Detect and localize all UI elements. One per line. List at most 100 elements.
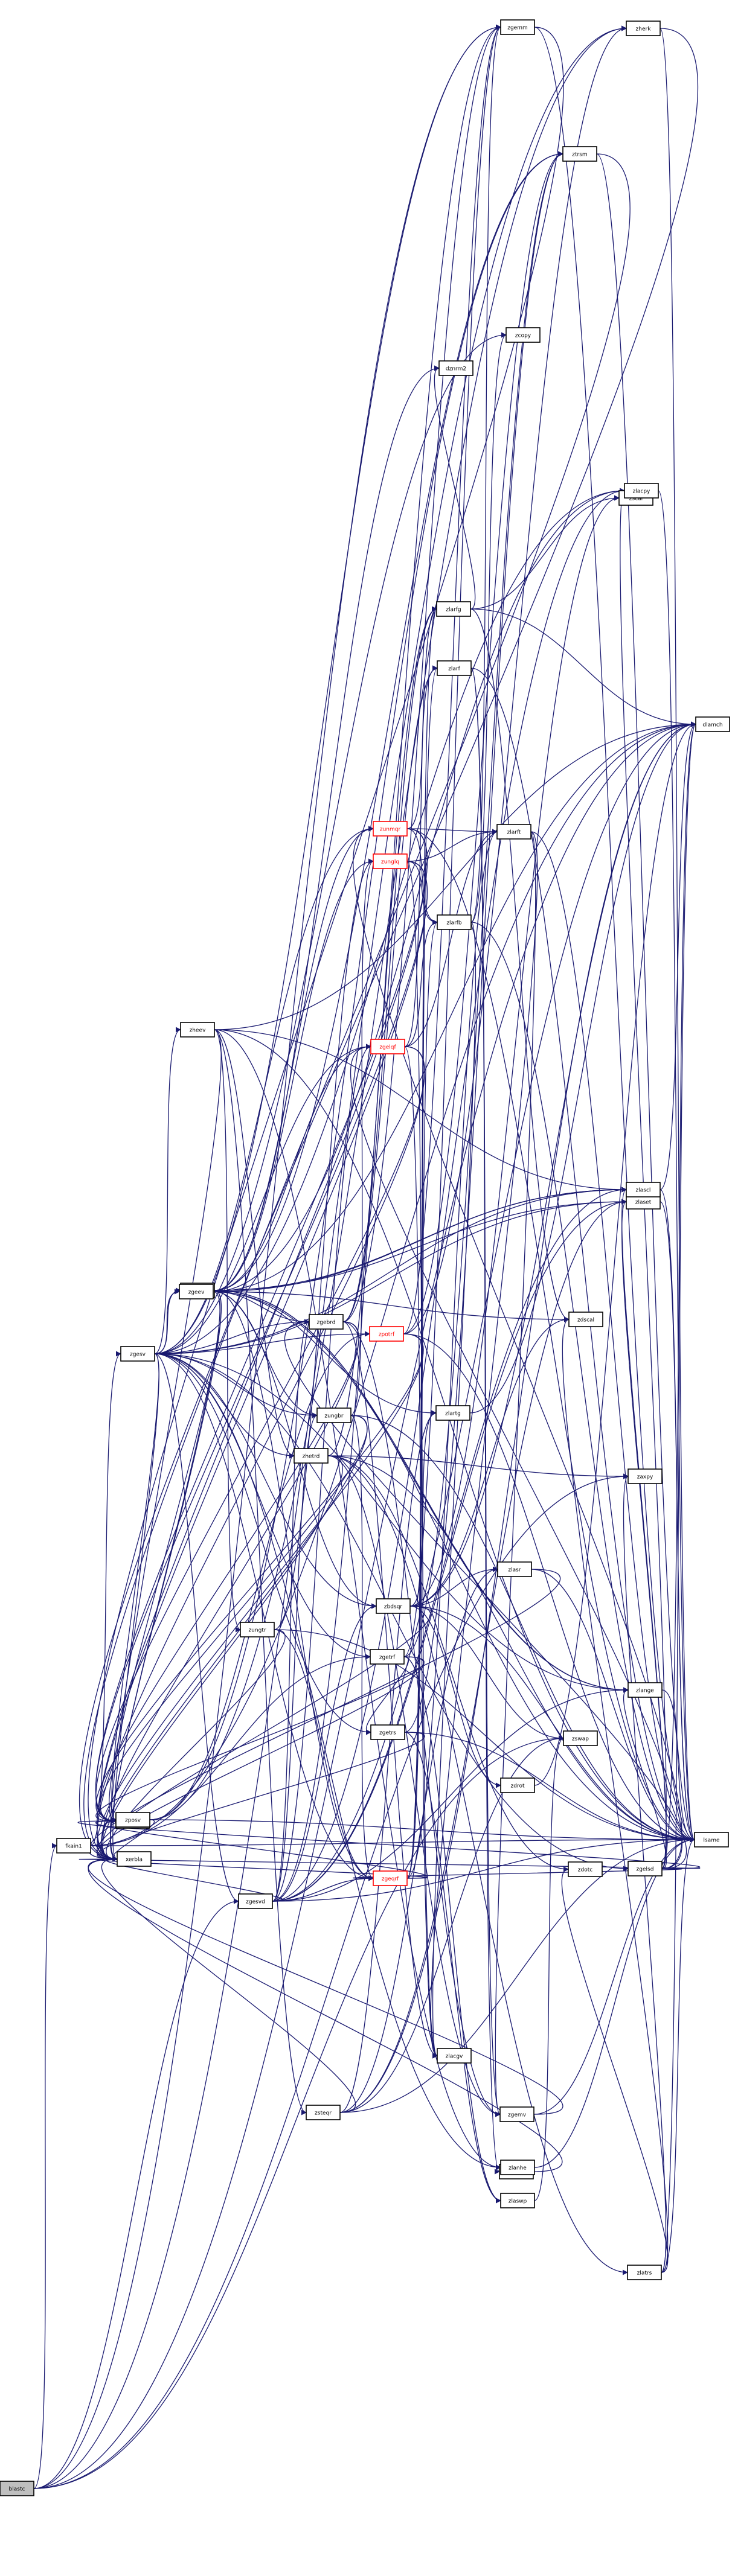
node-label: zlarft xyxy=(507,830,521,836)
node-zswap[interactable]: zswap xyxy=(563,1730,598,1746)
node-box xyxy=(562,146,597,162)
node-zlatrs[interactable]: zlatrs xyxy=(627,2265,662,2280)
node-zlarf[interactable]: zlarf xyxy=(437,660,472,676)
edge-path xyxy=(110,1290,222,1862)
edge-path xyxy=(403,1333,695,1843)
node-zlarfg[interactable]: zlarfg xyxy=(436,601,471,617)
node-zdotc[interactable]: zdotc xyxy=(568,1861,603,1877)
edge-path xyxy=(342,1321,501,2117)
node-zlacgv[interactable]: zlacgv xyxy=(437,2048,472,2064)
node-zlaswp[interactable]: zlaswp xyxy=(500,2193,535,2208)
node-zlanhe[interactable]: zlanhe xyxy=(500,2160,535,2175)
edge-zungbr-to-ilaenv xyxy=(99,1415,368,1824)
node-zungbr[interactable]: zungbr xyxy=(316,1408,351,1423)
edge-path xyxy=(404,151,563,1733)
edge-zsteqr-to-zlartg xyxy=(339,1410,437,2113)
node-zdrot[interactable]: zdrot xyxy=(500,1777,535,1793)
node-zposv[interactable]: zposv xyxy=(115,1812,150,1828)
edge-path xyxy=(342,24,501,1322)
node-box xyxy=(500,1777,535,1793)
node-zlartg[interactable]: zlartg xyxy=(435,1405,470,1421)
node-label: zgeqrf xyxy=(382,1876,399,1883)
edge-zungbr-to-lsame xyxy=(350,1415,695,1843)
edge-blastc-to-dlamch xyxy=(33,721,696,2489)
edge-zlartg-to-dlamch xyxy=(469,721,696,1414)
edge-path xyxy=(470,332,507,923)
node-zgemm[interactable]: zgemm xyxy=(500,19,535,35)
edge-path xyxy=(534,1735,564,2201)
node-fkain1[interactable]: fkain1 xyxy=(56,1838,91,1854)
node-label: zunmqr xyxy=(380,827,401,833)
node-zpotrf[interactable]: zpotrf xyxy=(369,1326,404,1342)
node-label: zlanhe xyxy=(509,2166,527,2172)
edge-path xyxy=(33,1473,629,2489)
edge-path xyxy=(406,861,438,2059)
node-zlasr[interactable]: zlasr xyxy=(497,1561,532,1577)
node-zgeev[interactable]: zgeev xyxy=(179,1284,214,1299)
node-dznrm2[interactable]: dznrm2 xyxy=(438,360,473,376)
edge-path xyxy=(434,365,476,610)
node-zgesvd[interactable]: zgesvd xyxy=(238,1893,273,1909)
edge-path xyxy=(404,1046,438,2059)
edge-zungtr-to-zgeqrf xyxy=(274,1629,374,1881)
node-box xyxy=(627,1468,663,1484)
edge-blastc-to-zgemm xyxy=(33,24,501,2489)
node-zherk[interactable]: zherk xyxy=(626,21,661,36)
node-zaxpy[interactable]: zaxpy xyxy=(627,1468,663,1484)
node-zlascl[interactable]: zlascl xyxy=(626,1182,661,1197)
edge-path xyxy=(339,1410,437,2113)
node-zbdsqr[interactable]: zbdsqr xyxy=(376,1598,411,1614)
node-ztrsm[interactable]: ztrsm xyxy=(562,146,597,162)
node-zlarft[interactable]: zlarft xyxy=(496,824,531,840)
edge-zlaset-to-lsame xyxy=(660,1201,695,1843)
node-label: zunglq xyxy=(381,859,399,866)
edge-path xyxy=(97,1046,425,1862)
edge-path xyxy=(342,606,437,1322)
node-zgelqf[interactable]: zgelqf xyxy=(370,1039,405,1054)
edge-zgelsd-to-zunmqr xyxy=(353,826,682,1869)
node-zunmqr[interactable]: zunmqr xyxy=(373,821,408,837)
edge-path xyxy=(350,1415,695,1843)
edge-zbdsqr-to-zscal xyxy=(409,495,620,1607)
node-lsame[interactable]: lsame xyxy=(694,1832,729,1848)
node-zgebrd[interactable]: zgebrd xyxy=(309,1314,344,1330)
edge-path xyxy=(214,1290,695,1843)
edge-zgesv-to-zhetrd xyxy=(154,1353,295,1459)
edge-zbdsqr-to-zdscal xyxy=(409,1316,570,1607)
edge-zgesvd-to-zbdsqr xyxy=(272,1603,377,1902)
edge-path xyxy=(403,151,563,1657)
edge-zlasr-to-xerbla xyxy=(88,1569,561,1862)
node-zgemv[interactable]: zgemv xyxy=(499,2106,534,2122)
edge-path xyxy=(214,1029,695,1843)
node-dlamch[interactable]: dlamch xyxy=(695,716,730,732)
node-zhetrd[interactable]: zhetrd xyxy=(294,1448,329,1464)
node-zsteqr[interactable]: zsteqr xyxy=(306,2105,341,2120)
node-zheev[interactable]: zheev xyxy=(180,1022,215,1038)
node-zgetrs[interactable]: zgetrs xyxy=(370,1724,405,1740)
edge-path xyxy=(409,495,620,1607)
node-zgesv[interactable]: zgesv xyxy=(120,1346,155,1362)
edge-path xyxy=(154,1353,295,1459)
node-label: zgemm xyxy=(507,25,528,31)
edge-blastc-to-zherk xyxy=(33,25,627,2489)
node-zgetrf[interactable]: zgetrf xyxy=(370,1649,405,1665)
edge-path xyxy=(403,24,501,1657)
node-zgeqrf[interactable]: zgeqrf xyxy=(373,1870,408,1886)
edge-path xyxy=(33,721,696,2489)
node-blastc[interactable]: blastc xyxy=(0,2481,34,2496)
edge-zgelsd-to-zlascl xyxy=(621,1187,667,1869)
node-zdscal[interactable]: zdscal xyxy=(568,1312,603,1327)
node-xerbla[interactable]: xerbla xyxy=(117,1851,152,1867)
edge-zlarft-to-lsame xyxy=(530,831,695,1843)
node-zcopy[interactable]: zcopy xyxy=(506,327,541,343)
node-zungtr[interactable]: zungtr xyxy=(240,1622,275,1637)
node-zlarfb[interactable]: zlarfb xyxy=(437,914,472,930)
node-zgelsd[interactable]: zgelsd xyxy=(627,1861,663,1876)
node-zlange[interactable]: zlange xyxy=(627,1682,663,1698)
node-zunglq[interactable]: zunglq xyxy=(373,853,408,869)
edge-path xyxy=(214,858,374,1291)
node-label: zgelsd xyxy=(637,1867,654,1873)
node-zlacpy[interactable]: zlacpy xyxy=(624,483,659,499)
edge-path xyxy=(470,922,695,1843)
edge-blastc-to-zaxpy xyxy=(33,1473,629,2489)
